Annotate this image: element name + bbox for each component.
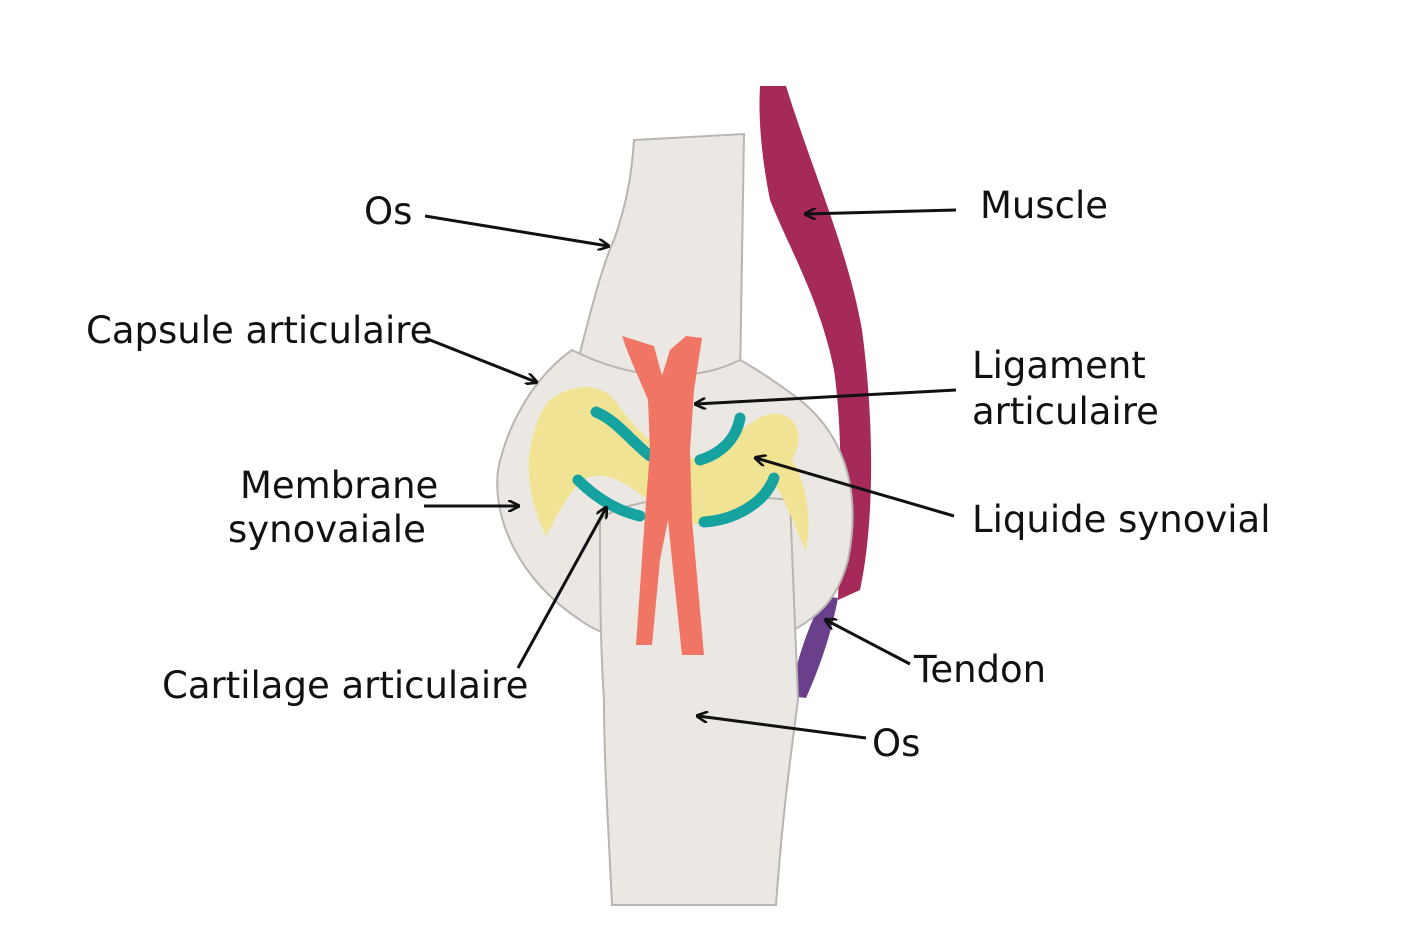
label-ligament-line1: Ligament [972,344,1146,387]
label-tendon: Tendon [913,648,1046,691]
arrow-tendon [826,620,911,666]
label-os-top: Os [364,190,412,233]
label-liquide: Liquide synovial [972,498,1271,541]
arrow-os-bottom [698,716,867,740]
label-cartilage: Cartilage articulaire [162,664,528,707]
ligament-shape [622,336,704,655]
label-muscle: Muscle [980,184,1108,227]
label-membrane-line1: Membrane [240,464,438,507]
lower-bone-shape [598,495,800,906]
label-os-bottom: Os [872,722,920,765]
arrow-cartilage [516,508,606,669]
cartilage-top-shape [590,406,656,462]
arrow-os-top [424,214,608,246]
arrow-liquide [756,458,955,518]
arrow-capsule [424,336,536,382]
arrow-ligament [696,388,957,404]
cartilage-top-right-shape [694,412,746,466]
arrow-muscle [806,210,957,214]
label-membrane-line2: synovaiale [228,508,426,551]
cartilage-bottom-shape [572,474,646,522]
cartilage-bottom-right-shape [698,472,780,528]
label-capsule: Capsule articulaire [86,309,432,352]
label-ligament-line2: articulaire [972,390,1159,433]
